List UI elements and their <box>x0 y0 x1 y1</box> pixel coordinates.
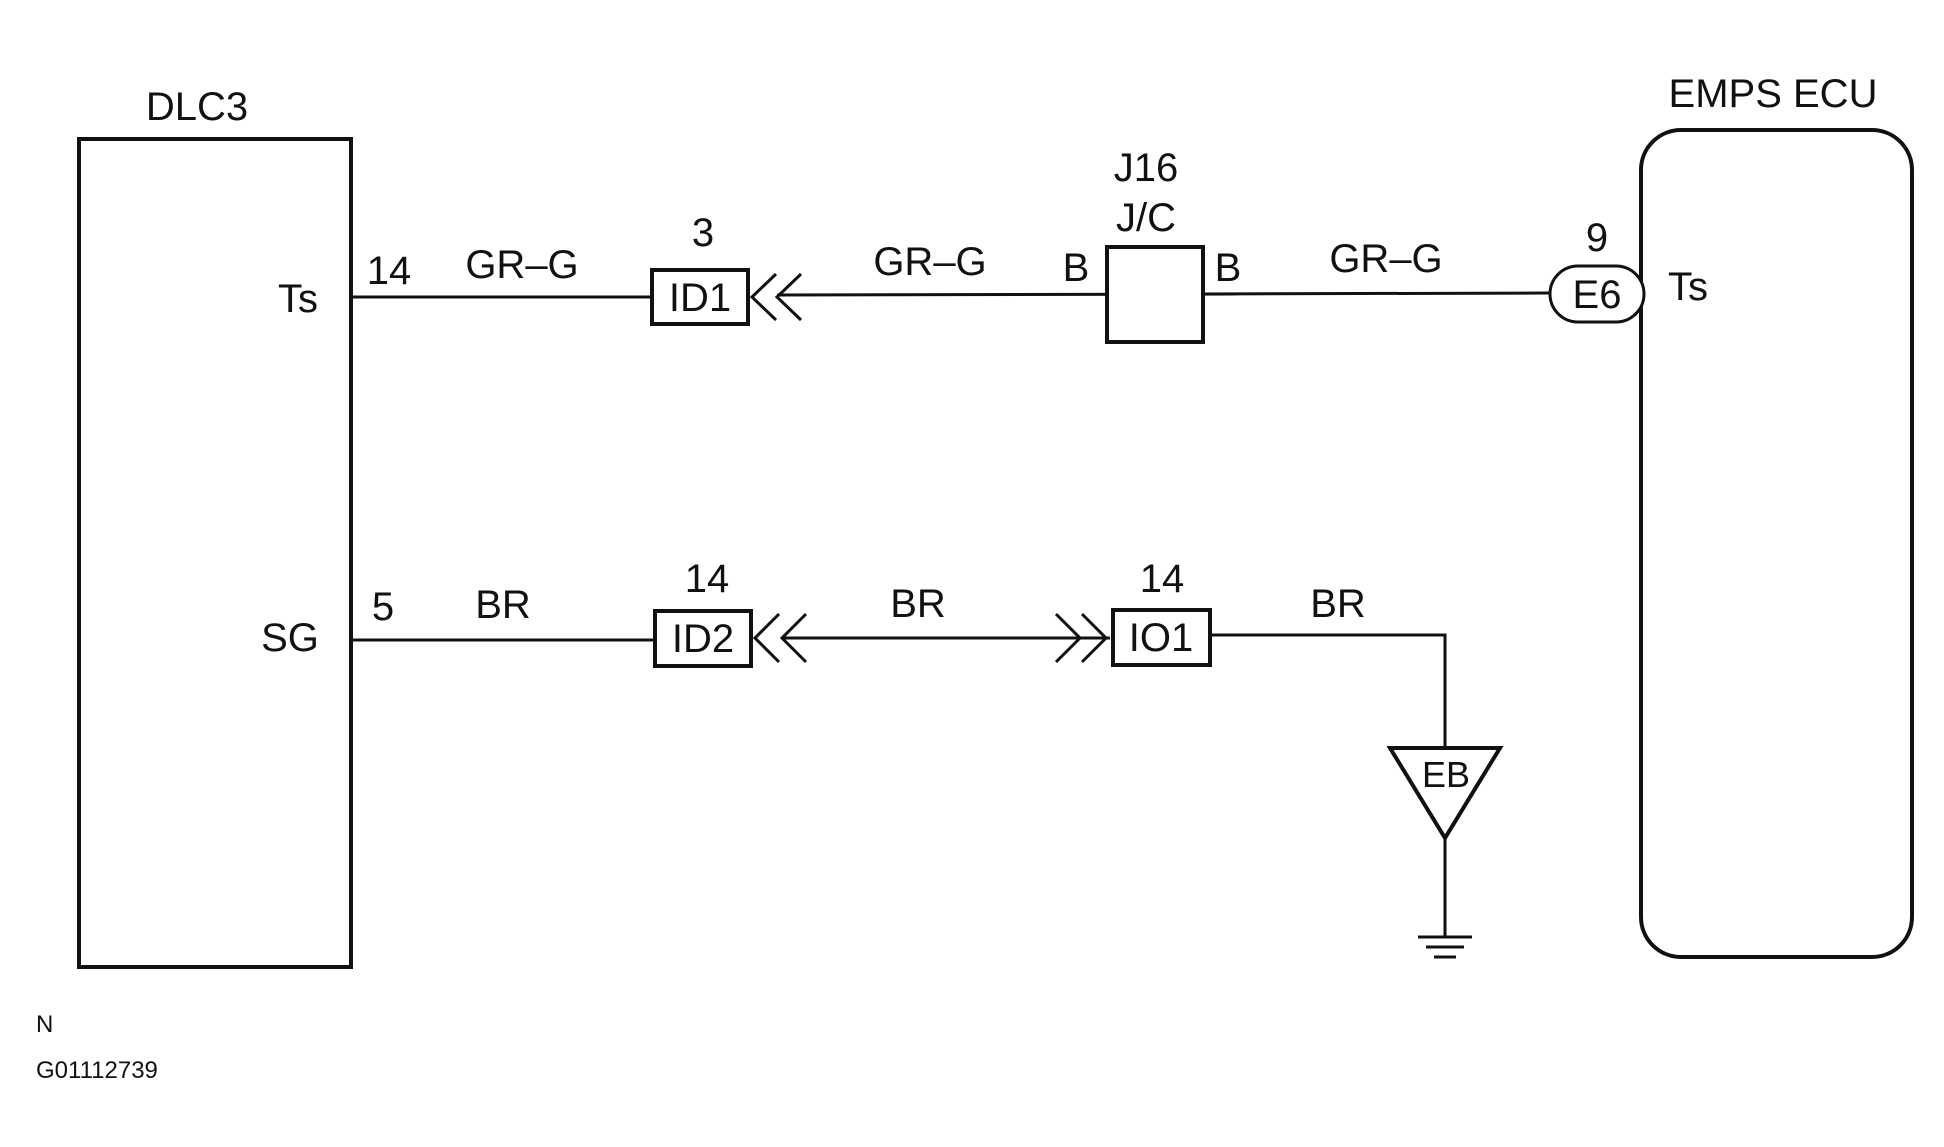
dlc3-pin-sg-label: SG <box>261 616 319 660</box>
ecu-pin-ts-label: Ts <box>1668 265 1708 309</box>
junction-left-terminal: B <box>1063 246 1090 290</box>
ground-point-label: EB <box>1422 754 1470 795</box>
ground-point-eb <box>1386 746 1504 842</box>
dlc3-sg-pin-number: 5 <box>372 585 394 629</box>
sg-circuit: BR 14 ID2 BR 14 IO1 BR EB <box>351 557 1504 959</box>
ground-icon <box>1418 935 1472 959</box>
dlc3-pin-ts-label: Ts <box>278 277 318 321</box>
id1-label: ID1 <box>669 276 731 320</box>
dlc3-component: DLC3 Ts SG 14 5 <box>77 85 412 969</box>
ts-wire-2-color: GR–G <box>873 240 986 284</box>
ts-wire-3 <box>1202 291 1550 296</box>
dlc3-ts-pin-number: 14 <box>367 249 412 293</box>
id2-connector <box>653 609 753 668</box>
io1-connector <box>1111 608 1212 667</box>
sg-wire-1-color: BR <box>475 583 531 627</box>
figure-id: G01112739 <box>36 1057 158 1084</box>
junction-right-terminal: B <box>1215 246 1242 290</box>
ts-wire-3-color: GR–G <box>1329 237 1442 281</box>
id2-pin-number: 14 <box>685 557 730 601</box>
e6-pin-number: 9 <box>1586 216 1608 260</box>
ecu-title: EMPS ECU <box>1669 72 1878 116</box>
dlc3-box <box>77 137 353 969</box>
sg-wire-3-color: BR <box>1310 582 1366 626</box>
id1-connector <box>650 268 750 326</box>
io1-pin-number: 14 <box>1140 557 1185 601</box>
sg-wire-2-color: BR <box>890 582 946 626</box>
id2-label: ID2 <box>672 617 734 661</box>
footer-code: N <box>36 1011 53 1038</box>
e6-label: E6 <box>1573 273 1622 317</box>
e6-connector <box>1548 264 1646 324</box>
id1-connector-chevron-icon <box>749 272 803 322</box>
ts-circuit: GR–G 3 ID1 GR–G J16 J/C B B GR–G 9 E6 <box>351 146 1646 344</box>
id1-pin-number: 3 <box>692 211 714 255</box>
ts-wire-1-color: GR–G <box>465 243 578 287</box>
io1-label: IO1 <box>1129 616 1193 660</box>
io1-connector-chevron-icon <box>1054 612 1109 664</box>
junction-name: J16 <box>1114 146 1179 190</box>
emps-ecu-component: EMPS ECU Ts <box>1639 72 1914 959</box>
junction-type: J/C <box>1116 196 1176 240</box>
ecu-box <box>1639 128 1914 959</box>
sg-wire-3 <box>1210 633 1447 748</box>
dlc3-title: DLC3 <box>146 85 248 129</box>
junction-block <box>1105 245 1205 344</box>
